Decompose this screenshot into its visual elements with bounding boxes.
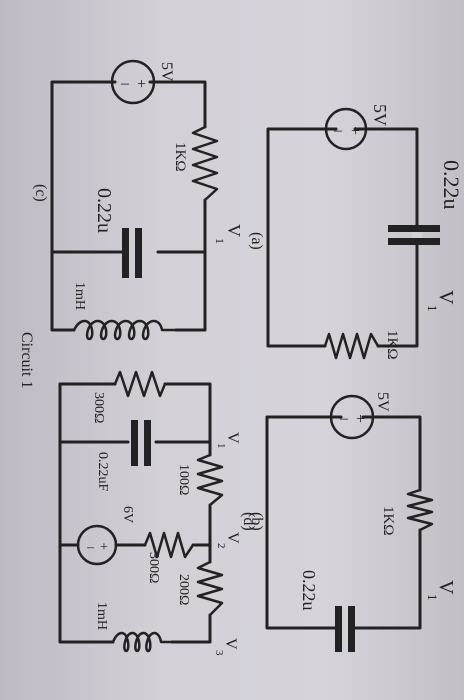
circuit-a-wire-right xyxy=(353,127,419,348)
circuit-d-capacitor-label: 0.22uF xyxy=(95,452,110,492)
svg-text:+: + xyxy=(351,123,360,140)
circuit-d-node3-label: V xyxy=(222,638,239,650)
circuit-d: – + xyxy=(58,370,224,653)
circuit-d-resistor-200-label: 200Ω xyxy=(176,574,191,605)
svg-text:+: + xyxy=(137,76,146,93)
circuit-b: – + xyxy=(265,394,434,652)
circuit-d-resistor-300-top xyxy=(113,370,167,398)
circuit-a-capacitor xyxy=(388,225,440,245)
circuit-c-node-label: V xyxy=(224,224,244,237)
circuit-b-capacitor-label: 0.22u xyxy=(299,570,319,611)
circuit-d-resistor-100-label: 100Ω xyxy=(176,464,191,495)
circuit-d-node1-label: V xyxy=(224,432,241,444)
svg-text:–: – xyxy=(339,410,349,427)
circuit-c-wire-left xyxy=(50,80,117,332)
circuit-a-node-subscript: 1 xyxy=(425,305,440,312)
circuit-b-source-label: 5V xyxy=(374,392,391,412)
circuit-b-voltage-source: – + xyxy=(329,394,375,440)
svg-text:–: – xyxy=(333,122,343,139)
circuit-a-capacitor-label: 0.22u xyxy=(439,160,464,210)
circuit-d-voltage-source: – + xyxy=(76,524,118,566)
circuit-c-capacitor xyxy=(122,228,142,278)
circuit-d-inductor-label: 1mH xyxy=(94,602,109,630)
circuit-d-resistor-300-mid xyxy=(143,531,195,559)
svg-text:+: + xyxy=(356,411,365,428)
circuit-a: – + xyxy=(266,107,440,360)
circuit-c-node-subscript: 1 xyxy=(213,238,227,244)
circuit-b-resistor xyxy=(406,488,434,532)
circuit-c-wire-right-top xyxy=(148,80,207,129)
circuit-a-wire-left xyxy=(266,127,338,348)
circuit-b-wire-left xyxy=(265,415,343,630)
circuit-d-node2-subscript: 2 xyxy=(215,543,227,549)
circuit-c-wire-right-bottom xyxy=(174,198,207,332)
circuit-c-resistor xyxy=(191,125,219,202)
circuit-b-caption: (b) xyxy=(248,512,265,531)
circuit-d-caption: (d) xyxy=(240,512,257,531)
figure-title: Circuit 1 xyxy=(18,332,35,388)
circuit-b-node-label: V xyxy=(435,580,457,595)
circuit-c-capacitor-label: 0.22u xyxy=(93,188,115,233)
circuit-d-resistor-200 xyxy=(196,560,224,617)
circuit-c-inductor xyxy=(72,319,178,341)
circuit-d-wire-top-right xyxy=(163,382,212,444)
circuit-c: – + xyxy=(50,59,219,341)
circuit-c-inductor-label: 1mH xyxy=(72,282,87,310)
circuit-b-wire-right-bottom xyxy=(350,528,422,630)
circuit-a-caption: (a) xyxy=(248,232,265,250)
circuit-d-node2-label: V xyxy=(224,532,241,544)
circuit-d-node3-subscript: 3 xyxy=(213,650,225,656)
circuit-d-resistor-100 xyxy=(196,453,224,507)
circuit-c-voltage-source: – + xyxy=(110,59,156,105)
circuit-b-wire-right-top xyxy=(361,415,422,492)
circuit-d-wire-left xyxy=(58,382,115,644)
circuit-a-voltage-source: – + xyxy=(324,107,368,151)
circuit-d-node1-subscript: 1 xyxy=(215,443,227,449)
svg-text:+: + xyxy=(100,540,108,555)
circuit-c-resistor-label: 1KΩ xyxy=(172,142,188,171)
circuit-a-source-label: 5V xyxy=(370,104,390,126)
circuit-d-inductor xyxy=(111,631,174,653)
circuit-d-resistor-300-top-label: 300Ω xyxy=(91,392,106,423)
circuit-b-capacitor xyxy=(335,606,355,652)
circuit-d-resistor-300-mid-label: 300Ω xyxy=(146,552,161,583)
circuit-c-caption: (c) xyxy=(32,184,49,202)
circuit-b-node-subscript: 1 xyxy=(425,594,440,601)
circuit-a-resistor xyxy=(323,332,380,360)
circuit-a-resistor-label: 1KΩ xyxy=(384,330,400,359)
circuit-d-capacitor xyxy=(131,420,151,466)
circuit-b-resistor-label: 1KΩ xyxy=(380,506,396,535)
circuit-d-wire-bottom-right xyxy=(170,613,212,644)
svg-text:–: – xyxy=(86,540,95,555)
circuit-a-node-label: V xyxy=(435,290,457,305)
circuit-c-source-label: 5V xyxy=(158,62,175,82)
circuit-d-source-label: 6V xyxy=(120,506,135,523)
svg-text:–: – xyxy=(120,75,130,92)
